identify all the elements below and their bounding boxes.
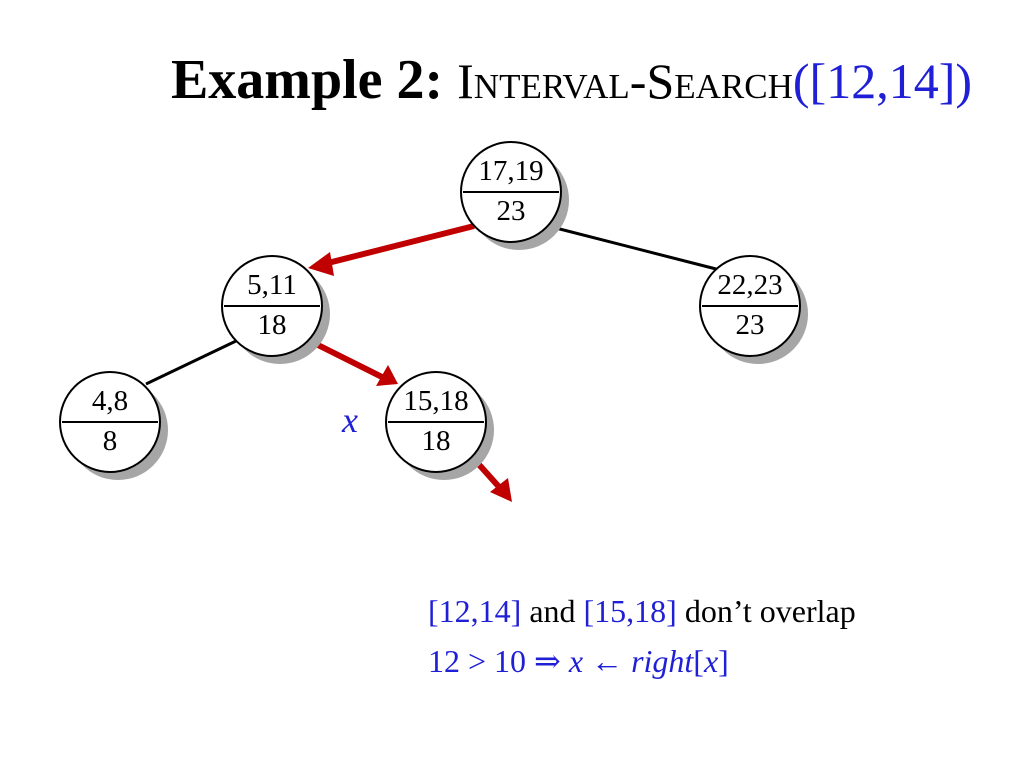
arrowhead-left-leftright	[376, 365, 398, 386]
explanation-line-2: 12 > 10 ⇒ x ← right[x]	[428, 636, 856, 686]
node-max: 23	[497, 195, 526, 227]
tree-node: 22,23 23	[699, 255, 808, 364]
node-key: 15,18	[403, 385, 468, 417]
bracket-close: ]	[718, 643, 729, 679]
edge-root-left-highlight	[323, 223, 475, 267]
node-key: 17,19	[478, 155, 543, 187]
var-x-arg: x	[703, 643, 719, 679]
edge-left-leftright-highlight	[308, 338, 386, 381]
interval-a: [12,14]	[428, 593, 522, 629]
edge-root-right	[547, 224, 721, 272]
arrowhead-root-left	[308, 252, 334, 276]
arrowhead-leftright-null	[490, 478, 512, 502]
slide-title: Example 2: Interval-Search([12,14])	[171, 48, 972, 113]
tree-node: 5,11 18	[221, 255, 330, 364]
title-algorithm: Interval-Search	[457, 53, 793, 109]
explanation: [12,14] and [15,18] don’t overlap 12 > 1…	[428, 586, 856, 686]
tree-node: 4,8 8	[59, 371, 168, 480]
var-x: x	[568, 643, 584, 679]
conjunction: and	[529, 593, 576, 629]
node-key: 4,8	[92, 385, 128, 417]
title-prefix: Example 2:	[170, 49, 444, 111]
node-key: 5,11	[247, 269, 297, 301]
pointer-x-label: x	[341, 400, 358, 440]
tree-node: 15,18 18	[385, 371, 494, 480]
explanation-line-1: [12,14] and [15,18] don’t overlap	[428, 586, 856, 636]
overlap-statement: don’t overlap	[684, 593, 856, 629]
bracket-open: [	[693, 643, 704, 679]
tree-node: 17,19 23	[460, 141, 569, 250]
node-max: 18	[422, 425, 451, 457]
right-func: right	[631, 643, 694, 679]
edge-left-leftleft	[145, 339, 237, 386]
condition: 12 > 10 ⇒	[428, 643, 561, 679]
node-key: 22,23	[717, 269, 782, 301]
assign-arrow: ←	[591, 643, 624, 679]
node-max: 18	[258, 309, 287, 341]
node-max: 8	[103, 425, 118, 457]
node-max: 23	[736, 309, 765, 341]
interval-b: [15,18]	[583, 593, 677, 629]
title-argument: ([12,14])	[792, 53, 972, 109]
